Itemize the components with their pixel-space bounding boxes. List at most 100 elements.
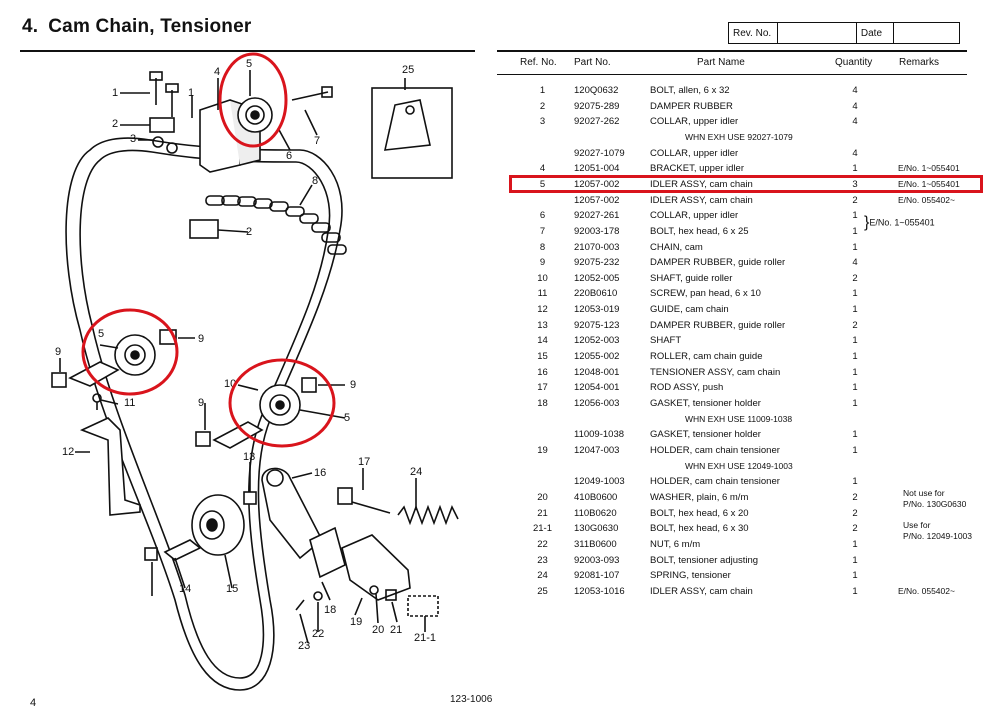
ref-cell: 23 [537,554,548,566]
ref-cell: 18 [537,398,548,409]
callout-label: 22 [312,628,325,640]
tensioner-spring [397,504,459,526]
section-title: Cam Chain, Tensioner [48,16,252,37]
part-name-cell: ROD ASSY, push [650,382,724,394]
doc-code: 123-1006 [450,694,493,705]
not-use-note-2: P/No. 130G0630 [903,499,967,509]
part-name-cell: DAMPER RUBBER [650,100,733,112]
part-name-cell: ROLLER, cam chain guide [650,351,763,363]
ref-cell: 4 [539,163,546,175]
divider [20,50,475,52]
page-title: 4.Cam Chain, Tensioner [22,16,251,38]
page-number: 4 [30,697,37,709]
part-number-cell: 11009-1038 [574,429,625,441]
part-name-cell: BOLT, hex head, 6 x 20 [650,507,749,519]
callout-label: 15 [226,583,239,595]
cam-chain-guide [79,417,141,516]
callout-label: 9 [350,379,357,391]
ref-cell: 3 [539,116,546,128]
divider [497,50,967,52]
part-number-cell: 12056-003 [574,398,620,409]
ref-cell: 10 [537,272,548,284]
part-number-cell: 130G0630 [574,523,619,535]
quantity-cell: 4 [852,116,858,128]
part-number-cell: 12053-1016 [574,585,625,597]
part-number-cell: 12055-002 [574,351,620,363]
quantity-cell: 1 [852,585,858,597]
quantity-cell: 3 [852,178,858,190]
quantity-cell: 1 [852,398,858,409]
guide-roller [191,494,245,556]
callout-label: 1 [112,87,119,99]
ref-cell: 20 [537,491,548,503]
quantity-cell: 1 [852,351,858,363]
ref-cell: 16 [537,366,548,378]
callout-label: 12 [62,446,75,458]
callout-label: 21 [390,624,403,636]
ref-cell: 2 [539,100,546,112]
ref-cell: 7 [539,225,546,237]
quantity-cell: 1 [852,382,858,394]
ref-cell: 22 [537,538,548,550]
callout-label: 17 [358,456,371,468]
part-name-cell: SPRING, tensioner [650,570,731,582]
tensioner-holder [341,534,411,601]
quantity-cell: 1 [852,304,858,316]
part-number-cell: 12052-003 [574,335,620,347]
col-part-header: Part No. [574,57,611,68]
callout-label: 23 [298,640,311,652]
part-name-cell: IDLER ASSY, cam chain [650,585,753,597]
table-row: WHN EXH USE 11009-1038 [0,414,1000,430]
part-number-cell: 12057-002 [574,178,620,190]
part-number-cell: 92075-123 [574,319,620,331]
ref-cell: 6 [539,210,546,222]
quantity-cell: 1 [852,366,858,378]
part-number-cell: 120Q0632 [574,85,619,96]
ref-cell: 17 [537,382,548,394]
tensioner-gasket [309,526,346,579]
part-name-cell: COLLAR, upper idler [650,116,739,128]
quantity-cell: 2 [852,523,858,535]
chain-links [205,195,347,255]
callout-label: 5 [246,58,253,70]
callout-label: 13 [243,451,256,463]
callout-label: 8 [312,175,319,187]
highlight-row-5 [509,175,983,193]
part-number-cell: 311B0600 [574,538,617,550]
part-name-cell: NUT, 6 m/m [650,538,701,550]
remarks-cell: E/No. 1~055401 [898,178,960,189]
col-remarks-header: Remarks [899,57,940,68]
callout-label: 4 [214,66,221,78]
red-circle-right [228,358,336,448]
part-name-cell: GASKET, tensioner holder [650,429,761,441]
part-number-cell: 12047-003 [574,444,620,456]
callout-label: 1 [188,87,195,99]
part-number-cell: 220B0610 [574,288,618,300]
part-number-cell: 12052-005 [574,272,620,284]
part-name-cell: BRACKET, upper idler [650,163,744,175]
part-number-cell: 12048-001 [574,366,620,378]
divider [497,74,967,75]
part-number-cell: 12049-1003 [574,476,625,488]
part-name-cell: IDLER ASSY, cam chain [650,194,753,206]
table-row: WHN EXH USE 92027-1079 [0,132,1000,148]
red-circle-left [81,308,179,396]
callout-label: 20 [372,624,385,636]
col-ref-header: Ref. No. [520,57,557,68]
ref-cell: 5 [539,178,546,190]
callout-label: 11 [124,397,136,409]
col-name-header: Part Name [697,57,745,68]
